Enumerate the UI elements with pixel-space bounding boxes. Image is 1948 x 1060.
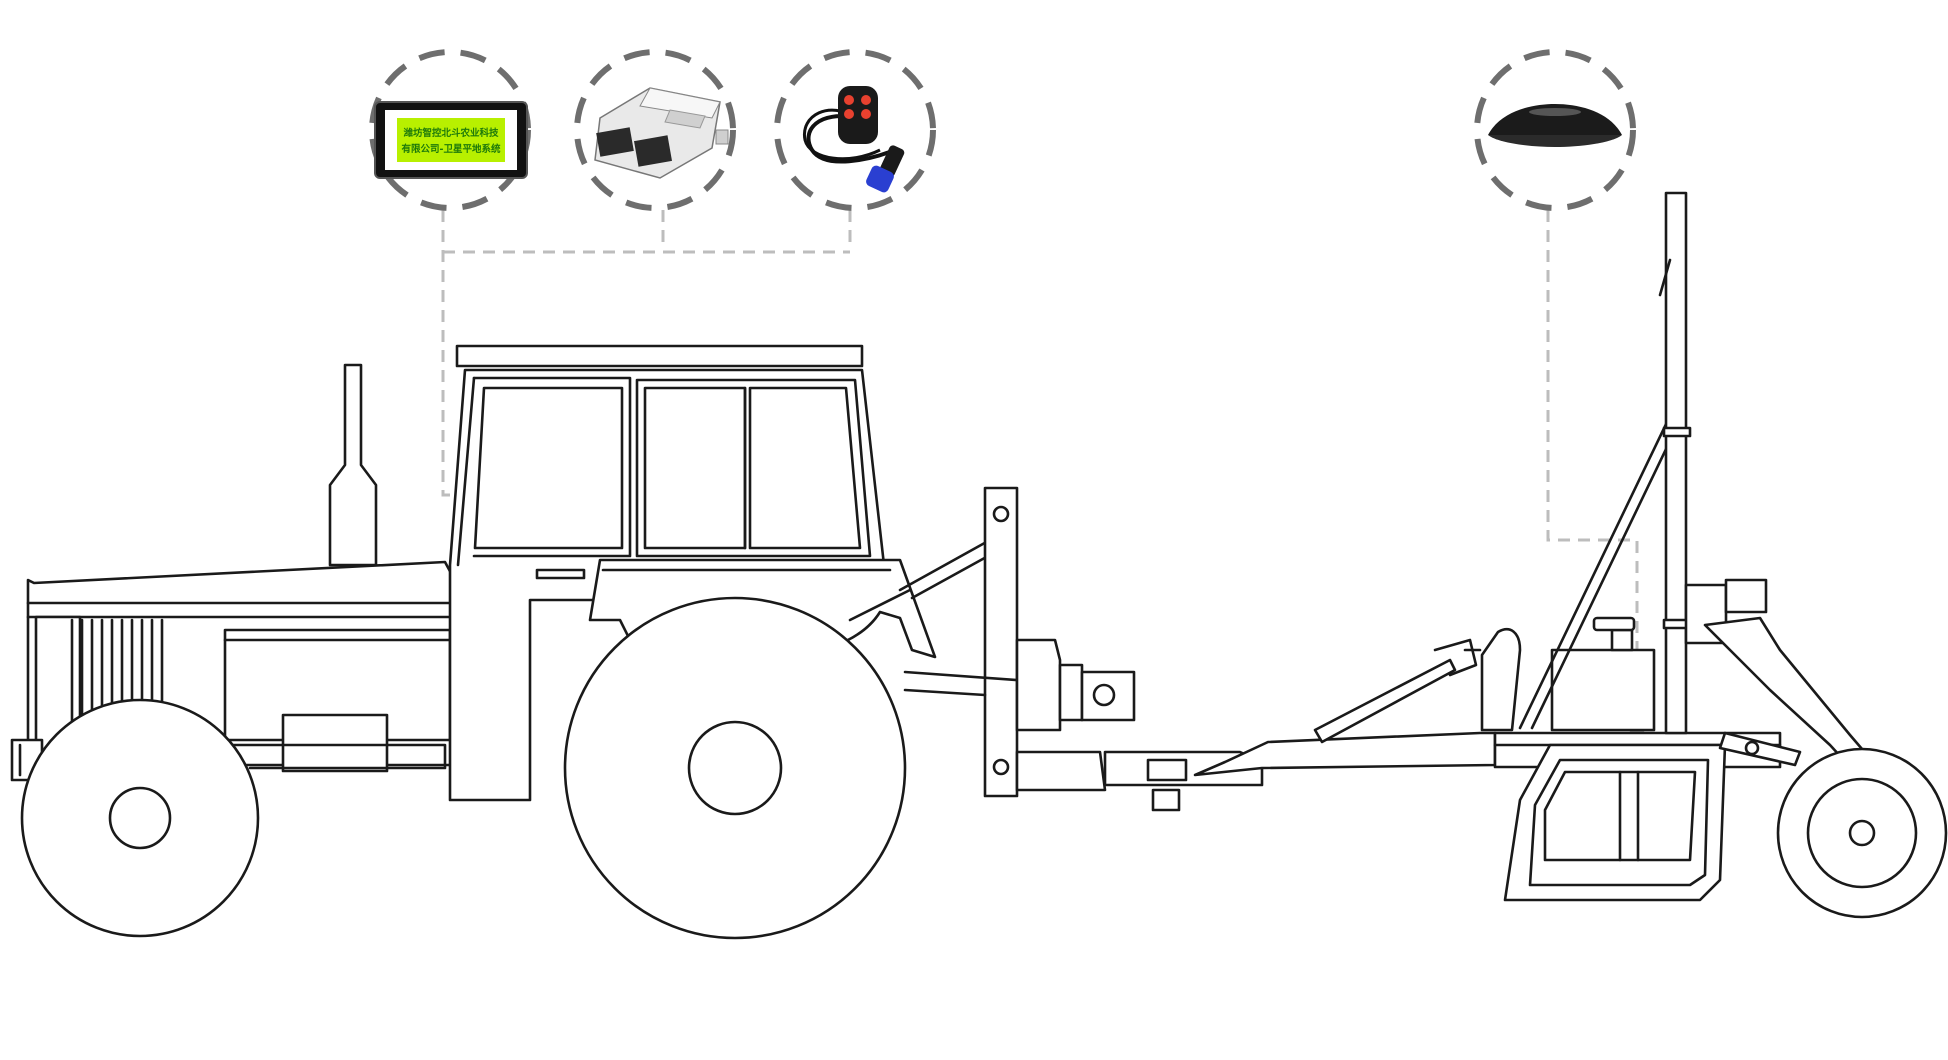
tractor-rear-wheel [563,596,907,940]
display-screen-text-line1: 潍坊智控北斗农业科技 [403,127,499,139]
antenna-device [1474,49,1636,211]
display-terminal-icon: 潍坊智控北斗农业科技 有限公司-卫星平地系统 [374,101,528,179]
display-terminal-device: 潍坊智控北斗农业科技 有限公司-卫星平地系统 [369,49,531,211]
controller-box-icon [594,87,729,179]
display-screen-text-line2: 有限公司-卫星平地系统 [402,143,501,155]
gnss-antenna-icon [1488,104,1622,147]
remote-device [774,49,936,211]
controller-device [574,49,736,211]
tractor-icon [10,344,1264,940]
antenna-connector [1546,210,1639,735]
leveler-rear-wheel [1776,747,1948,919]
land-leveler-icon [1193,191,1948,919]
tractor-front-wheel [20,698,260,938]
handheld-remote-icon [803,86,905,193]
